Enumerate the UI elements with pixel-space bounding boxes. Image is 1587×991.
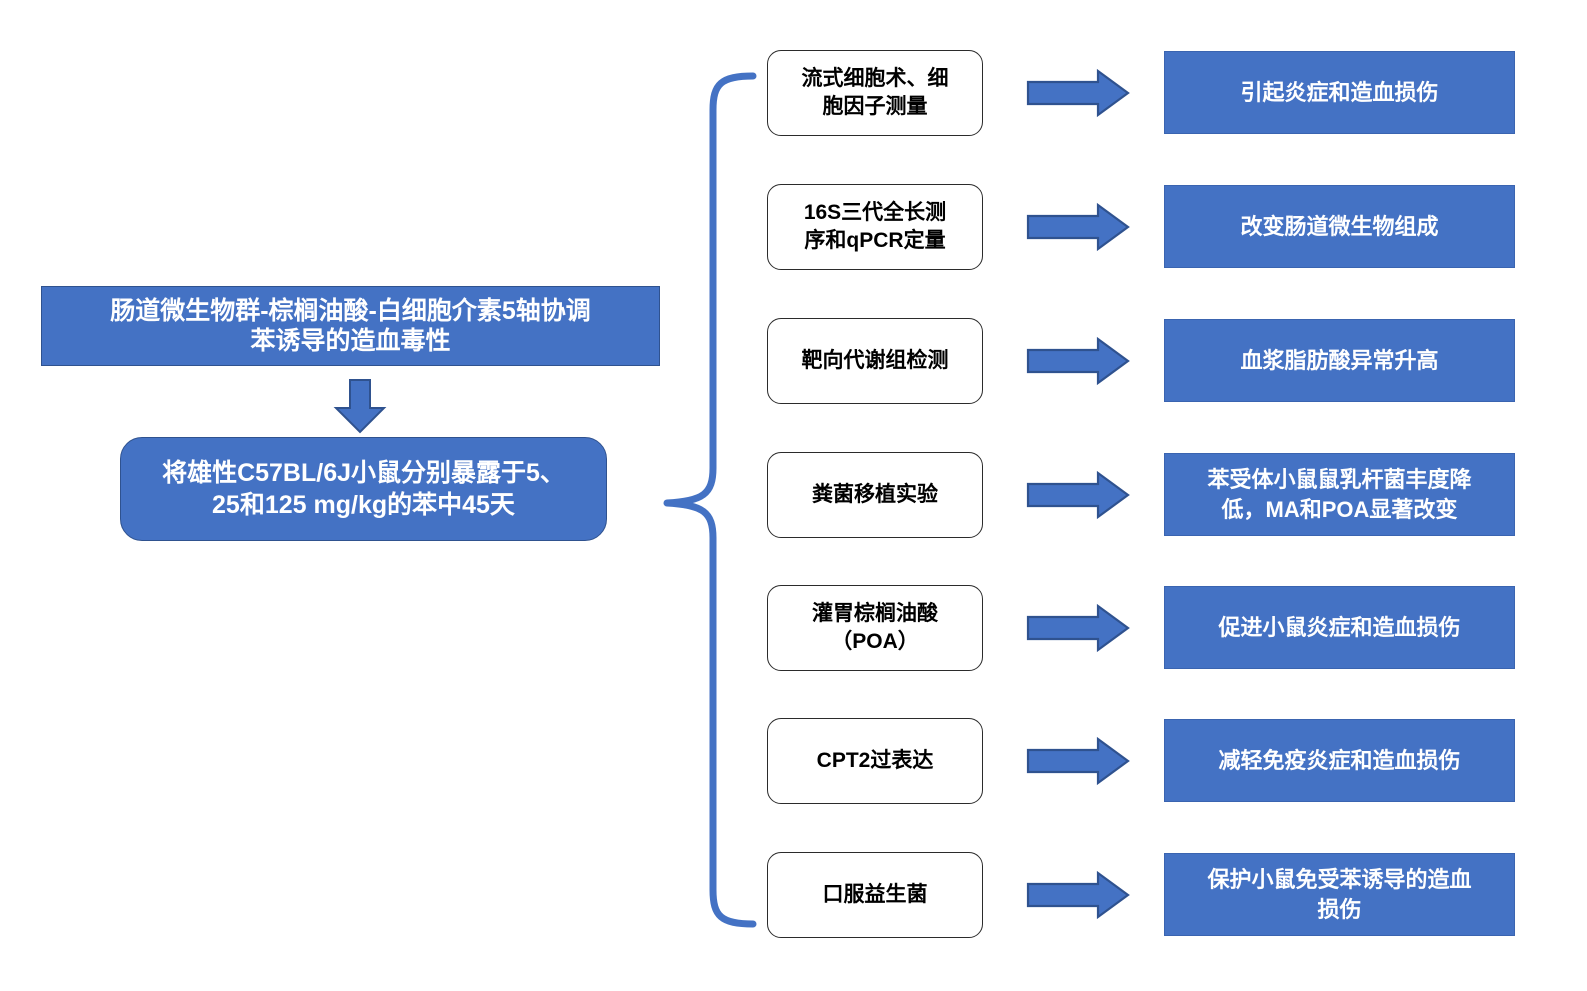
- right-arrow-icon-1: [1026, 68, 1130, 118]
- method-box-7: 口服益生菌: [767, 852, 983, 938]
- method-box-1: 流式细胞术、细 胞因子测量: [767, 50, 983, 136]
- method-box-5: 灌胃棕榈油酸 （POA）: [767, 585, 983, 671]
- method-box-3: 靶向代谢组检测: [767, 318, 983, 404]
- result-box-2: 改变肠道微生物组成: [1164, 185, 1515, 268]
- result-box-6: 减轻免疫炎症和造血损伤: [1164, 719, 1515, 802]
- result-4-line-2: 低，MA和POA显著改变: [1221, 496, 1458, 522]
- result-box-7: 保护小鼠免受苯诱导的造血 损伤: [1164, 853, 1515, 936]
- result-5-line-1: 促进小鼠炎症和造血损伤: [1218, 614, 1461, 640]
- study-title-line-2: 苯诱导的造血毒性: [250, 327, 451, 355]
- right-arrow-icon-3: [1026, 336, 1130, 386]
- down-arrow-icon: [333, 379, 387, 434]
- result-6-line-1: 减轻免疫炎症和造血损伤: [1218, 747, 1461, 773]
- result-7-line-1: 保护小鼠免受苯诱导的造血: [1207, 867, 1472, 893]
- method-2-line-1: 16S三代全长测: [803, 201, 947, 225]
- result-2-line-1: 改变肠道微生物组成: [1240, 213, 1439, 239]
- method-4-line-1: 粪菌移植实验: [812, 483, 938, 507]
- method-box-4: 粪菌移植实验: [767, 452, 983, 538]
- method-3-line-1: 靶向代谢组检测: [801, 349, 949, 373]
- method-box-6: CPT2过表达: [767, 718, 983, 804]
- study-title-line-1: 肠道微生物群-棕榈油酸-白细胞介素5轴协调: [110, 296, 591, 325]
- protocol-line-2: 25和125 mg/kg的苯中45天: [212, 491, 515, 519]
- result-1-line-1: 引起炎症和造血损伤: [1240, 79, 1439, 105]
- right-arrow-icon-5: [1026, 603, 1130, 653]
- result-box-1: 引起炎症和造血损伤: [1164, 51, 1515, 134]
- study-title-box: 肠道微生物群-棕榈油酸-白细胞介素5轴协调 苯诱导的造血毒性: [41, 286, 660, 366]
- result-box-4: 苯受体小鼠鼠乳杆菌丰度降 低，MA和POA显著改变: [1164, 453, 1515, 536]
- result-box-5: 促进小鼠炎症和造血损伤: [1164, 586, 1515, 669]
- method-6-line-1: CPT2过表达: [816, 749, 934, 773]
- result-4-line-1: 苯受体小鼠鼠乳杆菌丰度降: [1207, 467, 1472, 493]
- protocol-line-1: 将雄性C57BL/6J小鼠分别暴露于5、: [162, 458, 565, 487]
- method-1-line-1: 流式细胞术、细: [801, 67, 949, 91]
- result-7-line-2: 损伤: [1317, 896, 1362, 922]
- method-box-2: 16S三代全长测 序和qPCR定量: [767, 184, 983, 270]
- right-arrow-icon-4: [1026, 470, 1130, 520]
- result-3-line-1: 血浆脂肪酸异常升高: [1240, 347, 1439, 373]
- right-arrow-icon-6: [1026, 736, 1130, 786]
- protocol-box: 将雄性C57BL/6J小鼠分别暴露于5、 25和125 mg/kg的苯中45天: [120, 437, 607, 541]
- curly-brace-icon: [663, 72, 757, 928]
- method-2-line-2: 序和qPCR定量: [804, 229, 946, 252]
- method-7-line-1: 口服益生菌: [822, 883, 928, 907]
- right-arrow-icon-2: [1026, 202, 1130, 252]
- right-arrow-icon-7: [1026, 870, 1130, 920]
- result-box-3: 血浆脂肪酸异常升高: [1164, 319, 1515, 402]
- method-1-line-2: 胞因子测量: [822, 95, 928, 118]
- method-5-line-1: 灌胃棕榈油酸: [812, 602, 938, 626]
- method-5-line-2: （POA）: [831, 630, 919, 653]
